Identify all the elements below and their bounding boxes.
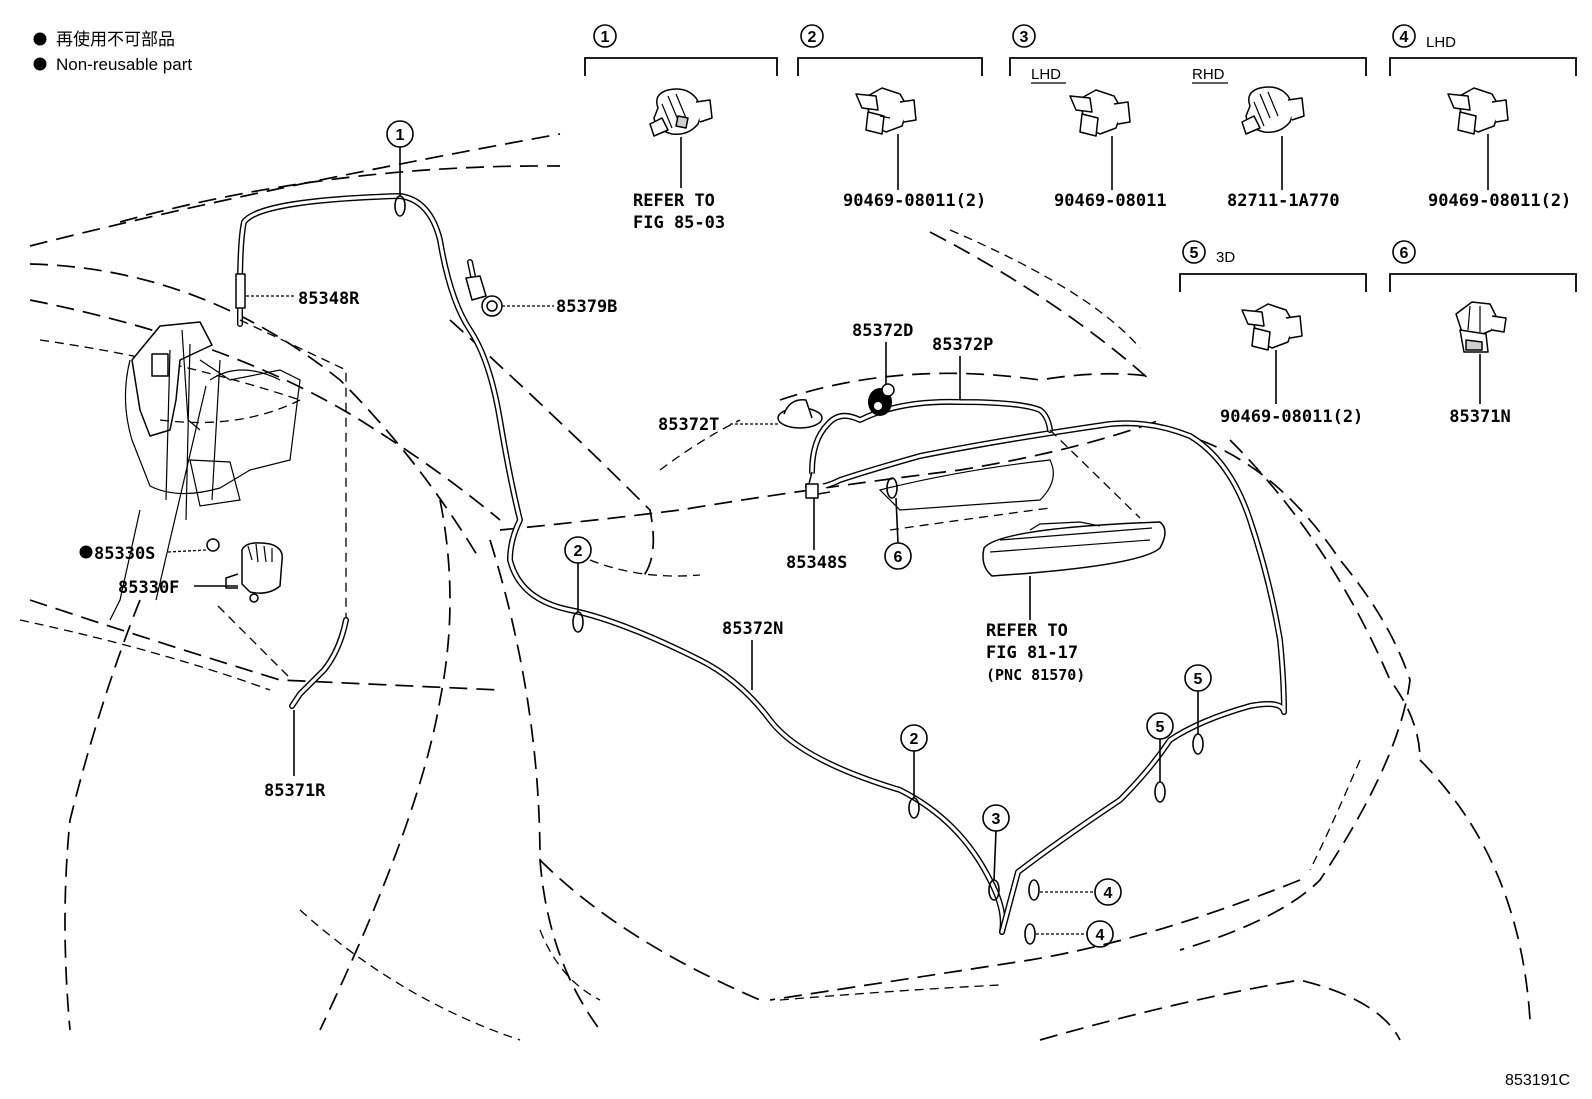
stop-lamp bbox=[982, 521, 1166, 577]
callout-number: 4 bbox=[1096, 927, 1105, 944]
part-label-85372n: 85372N bbox=[722, 619, 783, 639]
callout-number: 6 bbox=[894, 549, 903, 566]
callout-number: 2 bbox=[808, 29, 817, 46]
figure-code: 853191C bbox=[1505, 1072, 1570, 1089]
callout-number: 3 bbox=[992, 811, 1001, 828]
part-number-label: 90469-08011 bbox=[1054, 191, 1167, 211]
part-label-85372t: 85372T bbox=[658, 415, 719, 435]
clamp-icon bbox=[1455, 301, 1507, 353]
clip-icon bbox=[1241, 86, 1305, 135]
vehicle-body-outline bbox=[19, 133, 1531, 1041]
part-number-label: 90469-08011(2) bbox=[843, 191, 986, 211]
lhd-tag: LHD bbox=[1426, 34, 1456, 51]
non-reusable-bullet-icon bbox=[33, 57, 47, 71]
callout-circle bbox=[1012, 24, 1036, 48]
callout-circle bbox=[800, 24, 824, 48]
callout-number: 4 bbox=[1400, 29, 1409, 46]
ref-label: FIG 85-03 bbox=[633, 213, 725, 233]
part-label-85371r: 85371R bbox=[264, 781, 326, 801]
part-label-85348s: 85348S bbox=[786, 553, 847, 573]
callout-number: 3 bbox=[1020, 29, 1029, 46]
clip-icon bbox=[649, 88, 713, 137]
clip-icon bbox=[1447, 87, 1509, 135]
callout-number: 5 bbox=[1194, 671, 1203, 688]
detail-view-5: 5 3D 90469-08011(2) bbox=[1179, 240, 1367, 427]
part-label-85372p: 85372P bbox=[932, 335, 993, 355]
lhd-tag: LHD bbox=[1031, 66, 1061, 83]
ref-label: (PNC 81570) bbox=[986, 666, 1085, 684]
detail-view-1: 1 REFER TO FIG 85-03 bbox=[584, 24, 778, 233]
hose-joint bbox=[235, 273, 246, 309]
callout-circle bbox=[1392, 240, 1416, 264]
callout-circle bbox=[593, 24, 617, 48]
legend-english: Non-reusable part bbox=[56, 55, 192, 74]
hose-clips bbox=[394, 195, 1204, 945]
hose-joint-85348s bbox=[805, 471, 831, 499]
part-number-label: 90469-08011(2) bbox=[1220, 407, 1363, 427]
part-label-85348r: 85348R bbox=[298, 289, 360, 309]
part-number-label: 85371N bbox=[1449, 407, 1510, 427]
non-reusable-bullet-icon bbox=[33, 32, 47, 46]
part-label-85330f: 85330F bbox=[118, 578, 179, 598]
washer-nozzle bbox=[465, 275, 503, 317]
part-labels: 85348R 85379B 85372D 85372P 85372T 85348… bbox=[79, 289, 993, 801]
washer-pump bbox=[206, 538, 283, 603]
washer-hoses bbox=[235, 193, 1287, 935]
stop-lamp-reference: REFER TO FIG 81-17 (PNC 81570) bbox=[986, 576, 1085, 684]
part-number-label: 82711-1A770 bbox=[1227, 191, 1340, 211]
cover-85372t bbox=[777, 399, 823, 429]
grommet-85372d bbox=[868, 383, 895, 416]
callout-number: 5 bbox=[1190, 245, 1199, 262]
detail-view-2: 2 90469-08011(2) bbox=[797, 24, 986, 211]
rhd-tag: RHD bbox=[1192, 66, 1225, 83]
detail-view-3: 3 LHD RHD 90469-08011 82711-1A770 bbox=[1009, 24, 1367, 211]
detail-view-6: 6 85371N bbox=[1389, 240, 1577, 427]
clip-icon bbox=[1069, 89, 1131, 137]
3d-tag: 3D bbox=[1216, 249, 1235, 266]
ref-label: REFER TO bbox=[633, 191, 715, 211]
part-label-85330s: 85330S bbox=[94, 544, 155, 564]
washer-tank bbox=[109, 321, 301, 621]
part-number-label: 90469-08011(2) bbox=[1428, 191, 1571, 211]
callout-circle bbox=[1392, 24, 1416, 48]
callout-circle bbox=[1182, 240, 1206, 264]
legend: 再使用不可部品 Non-reusable part bbox=[33, 29, 192, 74]
non-reusable-bullet-icon bbox=[79, 545, 93, 559]
callout-number: 6 bbox=[1400, 245, 1409, 262]
part-label-85379b: 85379B bbox=[556, 297, 617, 317]
pump-grommet bbox=[206, 538, 220, 552]
callout-number: 1 bbox=[396, 127, 405, 144]
legend-japanese: 再使用不可部品 bbox=[56, 29, 175, 49]
callout-number: 4 bbox=[1104, 885, 1113, 902]
callout-number: 1 bbox=[601, 29, 610, 46]
ref-label: FIG 81-17 bbox=[986, 643, 1078, 663]
clip-callouts: 1 2 2 3 4 4 5 5 6 bbox=[386, 120, 1212, 948]
clip-icon bbox=[855, 87, 917, 135]
callout-number: 5 bbox=[1156, 719, 1165, 736]
callout-number: 2 bbox=[574, 543, 583, 560]
ref-label: REFER TO bbox=[986, 621, 1068, 641]
callout-number: 2 bbox=[910, 731, 919, 748]
part-label-85372d: 85372D bbox=[852, 321, 913, 341]
detail-view-4: 4 LHD 90469-08011(2) bbox=[1389, 24, 1577, 211]
clip-icon bbox=[1241, 303, 1303, 351]
